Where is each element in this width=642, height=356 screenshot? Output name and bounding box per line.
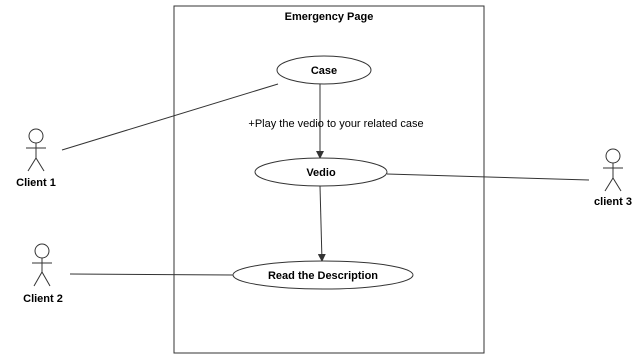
use-case-case: Case — [276, 55, 372, 85]
use-case-read-description: Read the Description — [232, 260, 414, 290]
stick-figure-icon — [603, 148, 623, 192]
association-client3-vedio — [386, 173, 590, 181]
system-title: Emergency Page — [285, 11, 374, 23]
use-case-read-description-shape — [232, 260, 414, 290]
use-case-vedio: Vedio — [254, 157, 388, 187]
actor-client-3-label: client 3 — [594, 196, 632, 208]
actor-client-1-label: Client 1 — [16, 177, 56, 189]
actor-client-2-label: Client 2 — [23, 293, 63, 305]
use-case-case-shape — [276, 55, 372, 85]
actor-client-2: Client 2 — [23, 243, 63, 305]
relationship-note: +Play the vedio to your related case — [248, 118, 423, 130]
stick-figure-icon — [26, 128, 46, 172]
stick-figure-icon — [32, 243, 52, 287]
use-case-read-description-label: Read the Description — [268, 270, 378, 282]
arrow-vedio-to-read-description — [317, 185, 326, 262]
use-case-vedio-label: Vedio — [306, 167, 336, 179]
use-case-case-label: Case — [311, 65, 337, 77]
association-client2-read-description — [69, 273, 234, 276]
actor-client-1: Client 1 — [16, 128, 56, 189]
actor-client-3: client 3 — [594, 148, 632, 208]
use-case-vedio-shape — [254, 157, 388, 187]
association-client1-case — [61, 83, 279, 151]
